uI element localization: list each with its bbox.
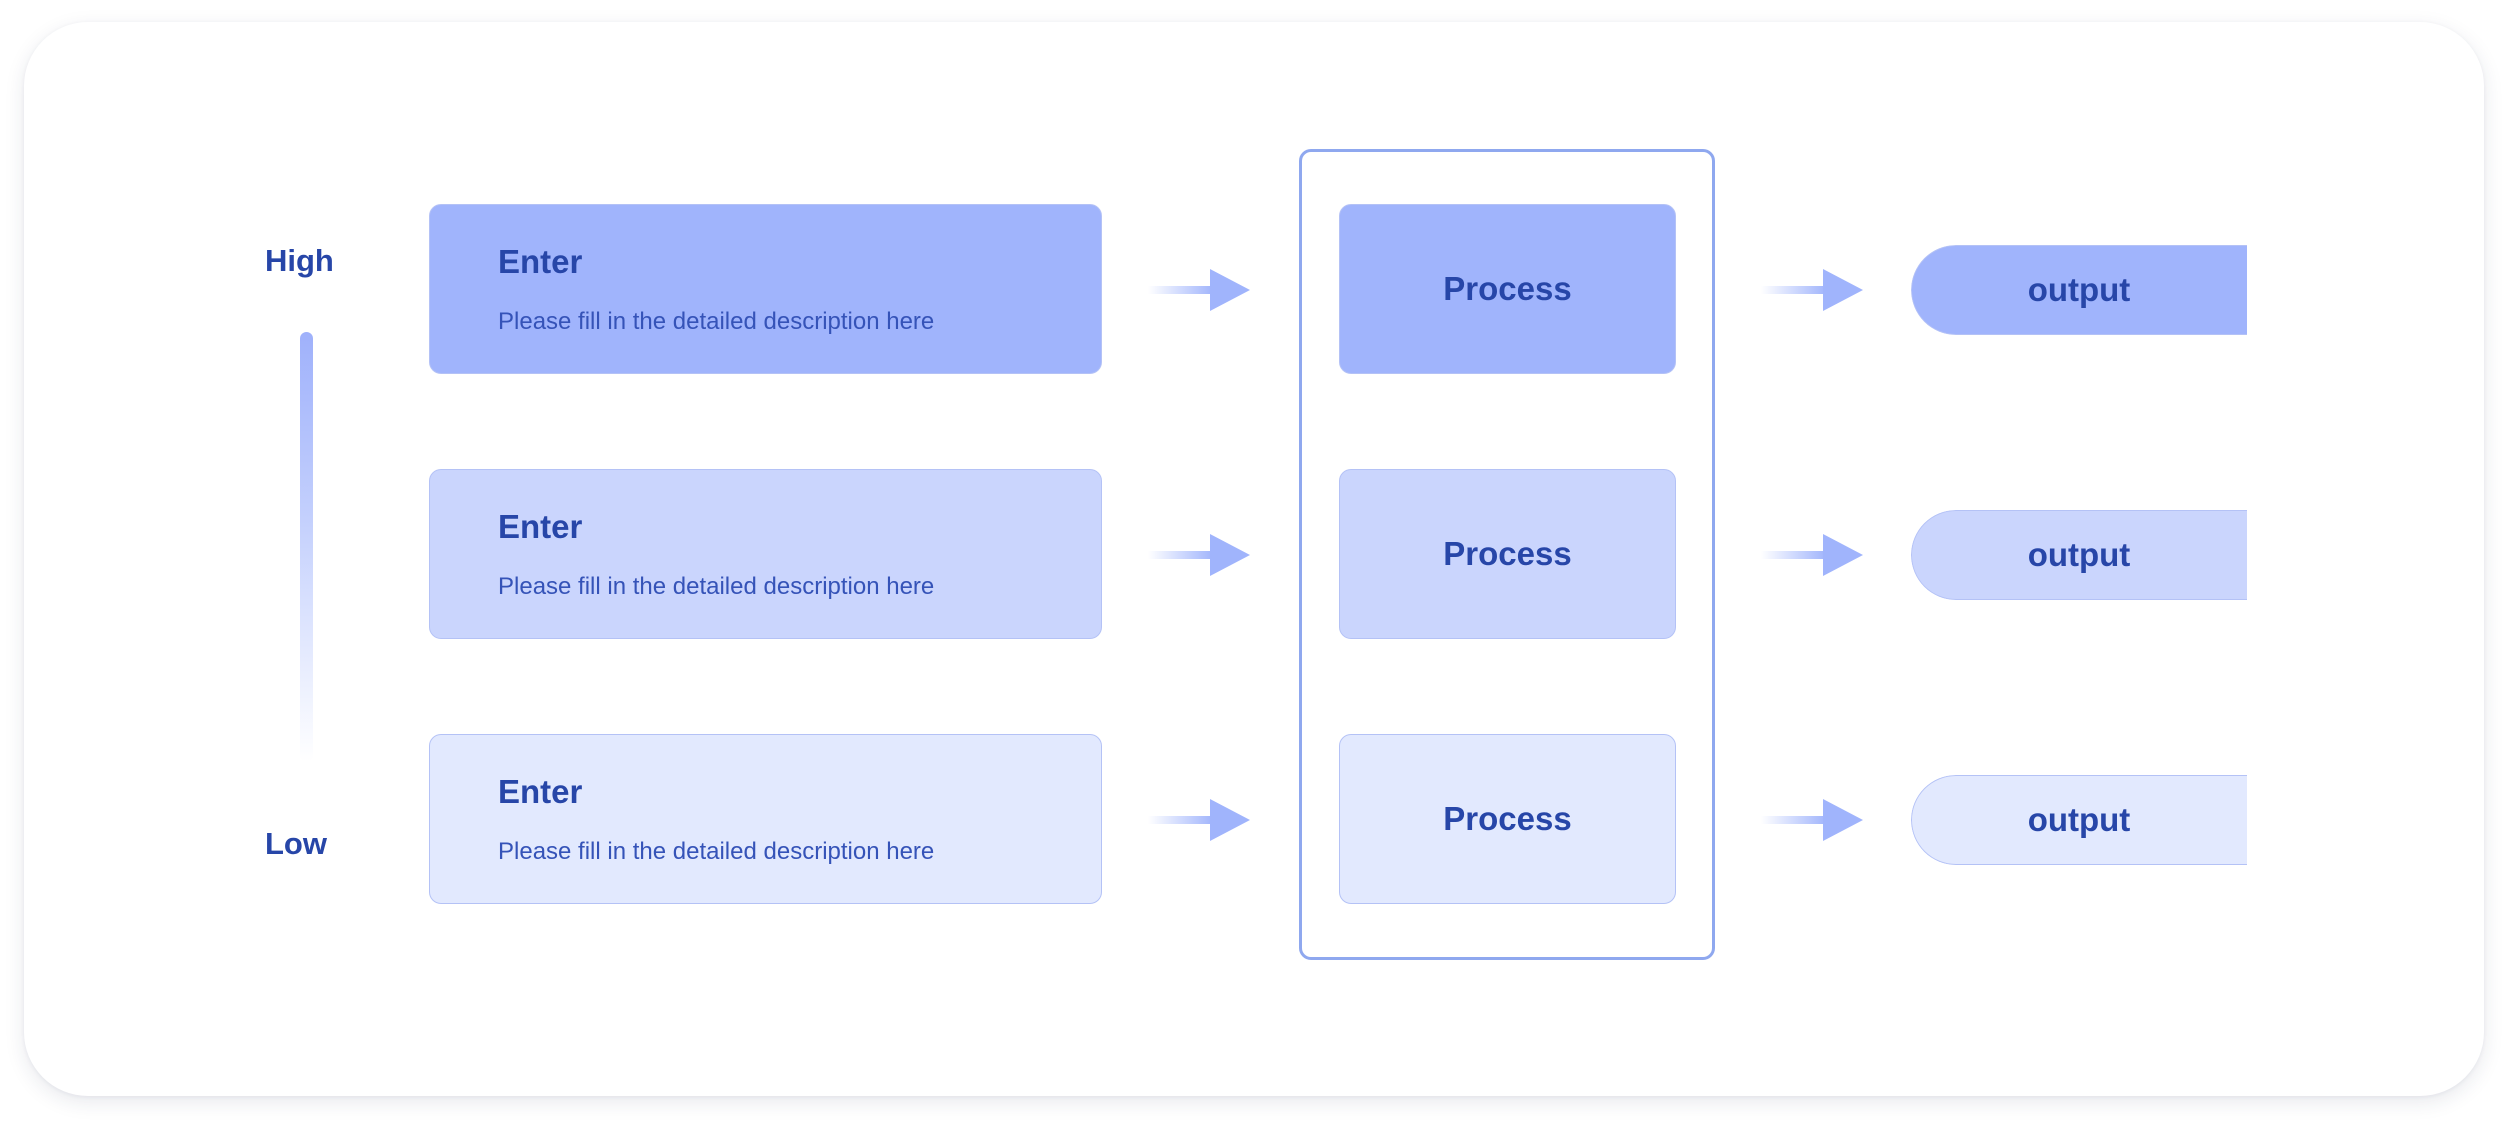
process-box-low: Process [1339,734,1676,904]
arrow-right-icon [1761,269,1863,311]
arrow-right-icon [1148,269,1250,311]
enter-title: Enter [498,243,583,280]
output-label: output [2027,271,2131,308]
level-gradient-bar [300,332,313,762]
enter-title: Enter [498,508,583,545]
process-box-high: Process [1339,204,1676,374]
enter-description: Please fill in the detailed description … [498,308,935,335]
enter-box-low: Enter Please fill in the detailed descri… [429,734,1102,904]
enter-box-high: Enter Please fill in the detailed descri… [429,204,1102,374]
arrow-right-icon [1761,799,1863,841]
output-pill-mid: output [1911,510,2247,600]
output-pill-shape [1911,245,2247,335]
output-label: output [2027,801,2131,838]
enter-box-mid: Enter Please fill in the detailed descri… [429,469,1102,639]
level-high-label: High [265,243,334,278]
output-label: output [2027,536,2131,573]
output-pill-low: output [1911,775,2247,865]
output-pill-high: output [1911,245,2247,335]
level-low-label: Low [265,826,327,861]
arrow-right-icon [1148,534,1250,576]
enter-description: Please fill in the detailed description … [498,573,935,600]
arrow-right-icon [1761,534,1863,576]
enter-description: Please fill in the detailed description … [498,838,935,865]
process-frame [1299,149,1715,960]
output-pill-shape [1911,510,2247,600]
output-pill-shape [1911,775,2247,865]
process-box-mid: Process [1339,469,1676,639]
arrow-right-icon [1148,799,1250,841]
enter-title: Enter [498,773,583,810]
